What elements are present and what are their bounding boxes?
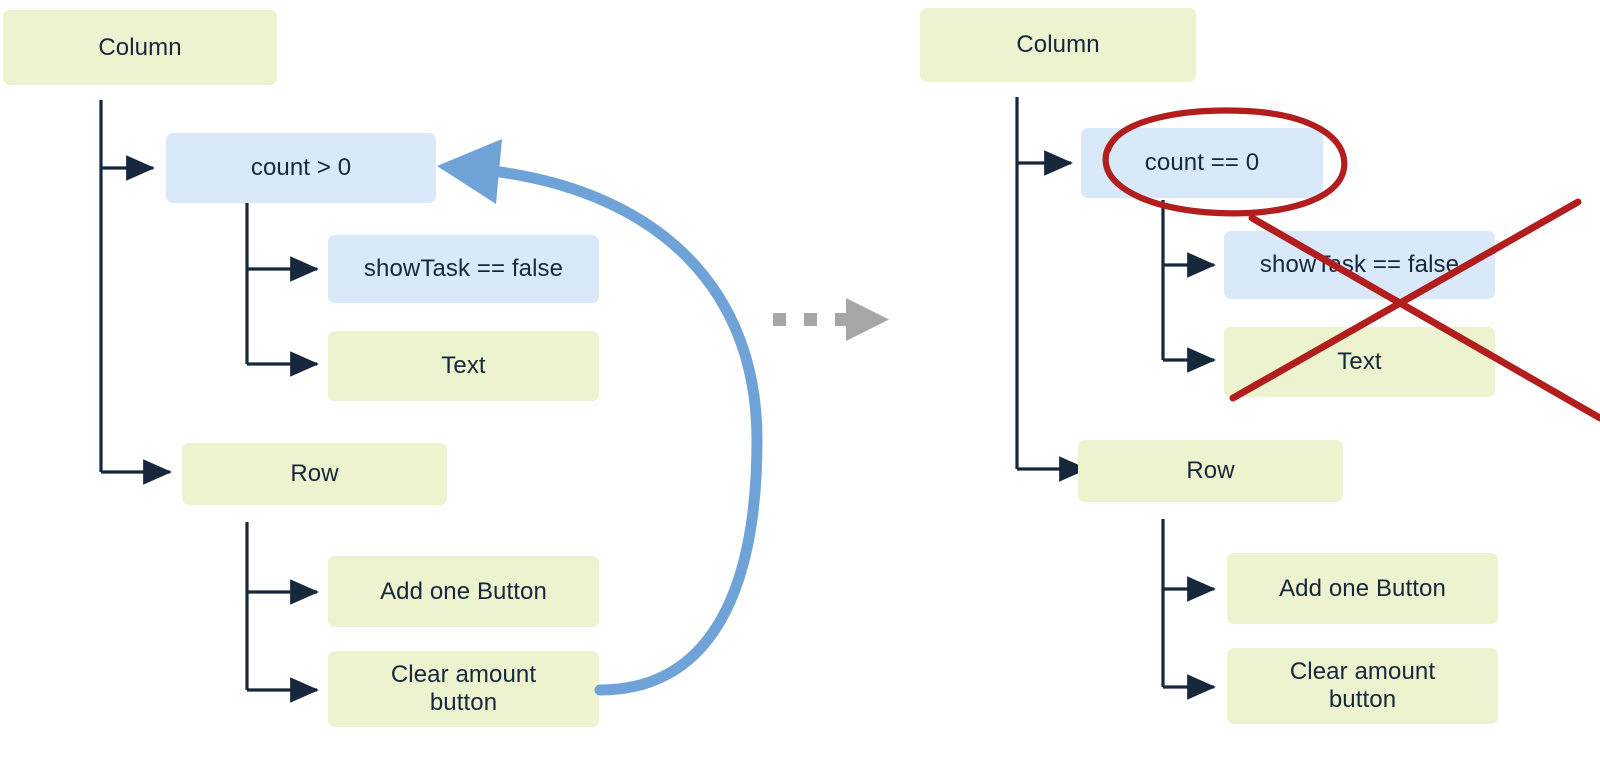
node-column-right: Column — [920, 8, 1196, 82]
node-showtask-right: showTask == false — [1224, 231, 1495, 299]
node-label: Row — [290, 460, 339, 488]
node-text-right: Text — [1224, 327, 1495, 397]
node-showtask-left: showTask == false — [328, 235, 599, 303]
node-label: count == 0 — [1144, 149, 1260, 177]
node-clear-button-left: Clear amount button — [328, 651, 599, 727]
node-label: Text — [441, 352, 486, 380]
node-label: Row — [1186, 457, 1235, 485]
node-label: count > 0 — [250, 154, 352, 182]
node-count-left: count > 0 — [166, 133, 436, 203]
node-label: Clear amount button — [1289, 658, 1436, 713]
node-row-right: Row — [1078, 440, 1343, 502]
node-label: Column — [98, 33, 182, 61]
ellipse-highlight-icon — [1102, 107, 1348, 217]
node-add-button-left: Add one Button — [328, 556, 599, 627]
node-text-left: Text — [328, 331, 599, 401]
node-label: Column — [1016, 31, 1100, 59]
node-row-left: Row — [182, 443, 447, 505]
node-clear-button-right: Clear amount button — [1227, 648, 1498, 724]
node-label: Clear amount button — [390, 661, 537, 716]
node-add-button-right: Add one Button — [1227, 553, 1498, 624]
node-label: Add one Button — [380, 577, 547, 605]
node-label: Add one Button — [1279, 574, 1446, 602]
node-column-left: Column — [3, 10, 277, 85]
node-label: showTask == false — [363, 255, 564, 283]
cross-out-icon — [1229, 198, 1600, 422]
node-label: Text — [1337, 348, 1382, 376]
